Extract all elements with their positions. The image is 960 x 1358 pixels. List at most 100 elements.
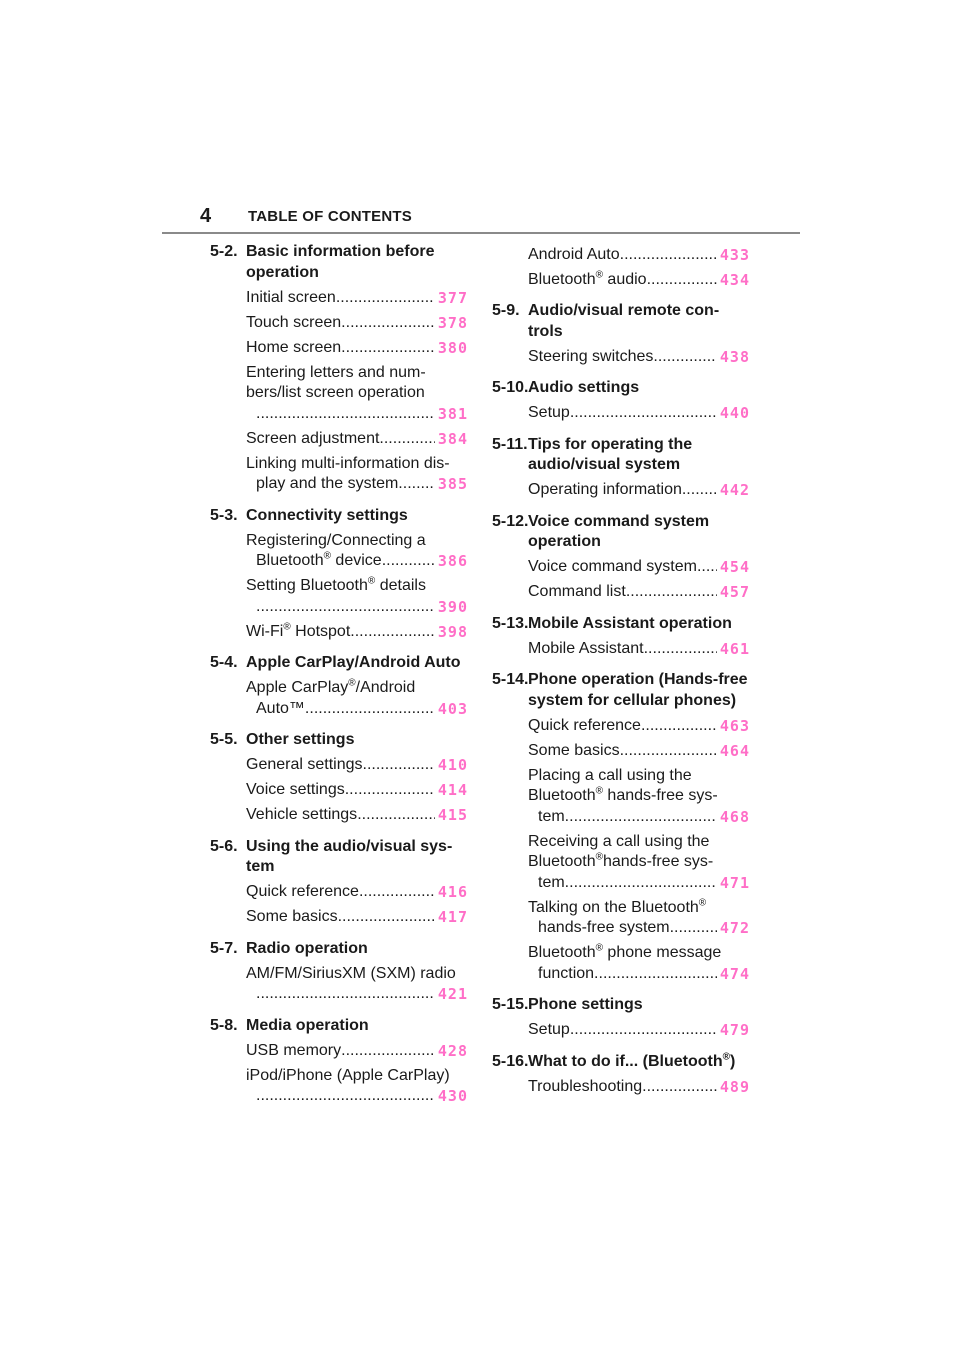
- page-link[interactable]: 474: [719, 964, 750, 983]
- section-heading[interactable]: 5-10.Audio settings: [492, 378, 750, 399]
- page-link[interactable]: 471: [719, 873, 750, 892]
- section-heading[interactable]: 5-5.Other settings: [210, 730, 468, 751]
- toc-entry[interactable]: Talking on the Bluetooth®hands-free syst…: [528, 898, 750, 939]
- toc-entry[interactable]: Entering letters and num-bers/list scree…: [246, 363, 468, 425]
- entry-text: AM/FM/SiriusXM (SXM) radio: [246, 964, 456, 982]
- toc-entry[interactable]: Android Auto433: [528, 245, 750, 266]
- toc-entry[interactable]: AM/FM/SiriusXM (SXM) radio 421: [246, 964, 468, 1005]
- section-heading[interactable]: 5-4.Apple CarPlay/Android Auto: [210, 653, 468, 674]
- toc-entry[interactable]: Some basics417: [246, 907, 468, 928]
- toc-entry[interactable]: Voice settings414: [246, 780, 468, 801]
- toc-entry[interactable]: Setup440: [528, 403, 750, 424]
- page-link[interactable]: 472: [719, 919, 750, 937]
- toc-entry[interactable]: Apple CarPlay®/AndroidAuto™403: [246, 678, 468, 719]
- dot-leader: [359, 882, 435, 903]
- page-link[interactable]: 390: [437, 597, 468, 616]
- toc-entry[interactable]: USB memory428: [246, 1041, 468, 1062]
- entry-text: iPod/iPhone (Apple CarPlay): [246, 1066, 450, 1084]
- page-link[interactable]: 440: [719, 404, 750, 422]
- page-link[interactable]: 468: [719, 807, 750, 826]
- page-link[interactable]: 380: [437, 338, 468, 357]
- page-link[interactable]: 403: [437, 699, 468, 718]
- section-heading[interactable]: 5-15.Phone settings: [492, 995, 750, 1016]
- toc-entry[interactable]: Setup479: [528, 1020, 750, 1041]
- section-title: Mobile Assistant operation: [528, 614, 732, 632]
- page-link[interactable]: 378: [437, 313, 468, 332]
- toc-entry[interactable]: Vehicle settings415: [246, 805, 468, 826]
- entry-text: Steering switches: [528, 347, 654, 365]
- page-link[interactable]: 454: [719, 558, 750, 576]
- entry-text: tem: [538, 807, 565, 825]
- page-link[interactable]: 430: [437, 1087, 468, 1105]
- section-heading[interactable]: 5-6.Using the audio/visual sys-tem: [210, 837, 468, 878]
- section-heading[interactable]: 5-11.Tips for operating the audio/visual…: [492, 435, 750, 476]
- page-link[interactable]: 479: [719, 1021, 750, 1039]
- toc-entry[interactable]: Troubleshooting489: [528, 1077, 750, 1098]
- toc-entry[interactable]: Placing a call using the Bluetooth® hand…: [528, 766, 750, 828]
- page-link[interactable]: 386: [437, 552, 468, 570]
- toc-entry[interactable]: Voice command system 454: [528, 557, 750, 578]
- page-link[interactable]: 417: [437, 908, 468, 926]
- header-divider: [162, 232, 800, 234]
- section-heading[interactable]: 5-12.Voice command system operation: [492, 512, 750, 553]
- toc-entry[interactable]: Command list457: [528, 582, 750, 603]
- toc-entry[interactable]: Mobile Assistant461: [528, 639, 750, 660]
- toc-entry[interactable]: Operating information442: [528, 480, 750, 501]
- section-heading[interactable]: 5-9.Audio/visual remote con-trols: [492, 301, 750, 342]
- dot-leader: [341, 313, 435, 334]
- toc-entry[interactable]: Initial screen377: [246, 288, 468, 309]
- page-link[interactable]: 415: [437, 806, 468, 824]
- toc-entry[interactable]: Linking multi-information dis-play and t…: [246, 454, 468, 495]
- page-link[interactable]: 421: [437, 985, 468, 1003]
- page-link[interactable]: 438: [719, 347, 750, 366]
- entry-text: function: [538, 964, 595, 982]
- toc-entry[interactable]: iPod/iPhone (Apple CarPlay) 430: [246, 1066, 468, 1107]
- page-link[interactable]: 385: [437, 475, 468, 493]
- toc-entry[interactable]: Bluetooth® phone messagefunction474: [528, 943, 750, 984]
- entry-text: Receiving a call using the Bluetooth®han…: [528, 832, 714, 871]
- page-link[interactable]: 398: [437, 622, 468, 641]
- page-link[interactable]: 464: [719, 741, 750, 760]
- section-heading[interactable]: 5-3.Connectivity settings: [210, 506, 468, 527]
- page-link[interactable]: 489: [719, 1077, 750, 1096]
- section-heading[interactable]: 5-8.Media operation: [210, 1016, 468, 1037]
- page-link[interactable]: 377: [437, 288, 468, 307]
- page-link[interactable]: 461: [719, 639, 750, 658]
- page-link[interactable]: 428: [437, 1041, 468, 1060]
- section-heading[interactable]: 5-2.Basic information before operation: [210, 242, 468, 283]
- page-link[interactable]: 434: [719, 270, 750, 289]
- page-link[interactable]: 410: [437, 756, 468, 774]
- page-link[interactable]: 463: [719, 716, 750, 735]
- page-link[interactable]: 384: [437, 429, 468, 448]
- toc-entry[interactable]: Receiving a call using the Bluetooth®han…: [528, 832, 750, 894]
- toc-entry[interactable]: Wi-Fi® Hotspot398: [246, 622, 468, 643]
- section-number: 5-16.: [492, 1052, 529, 1070]
- toc-entry[interactable]: Bluetooth® audio434: [528, 270, 750, 291]
- toc-entry[interactable]: Screen adjustment384: [246, 429, 468, 450]
- toc-entry[interactable]: General settings 410: [246, 755, 468, 776]
- toc-entry[interactable]: Home screen380: [246, 338, 468, 359]
- page-link[interactable]: 416: [437, 883, 468, 901]
- section-heading[interactable]: 5-13.Mobile Assistant operation: [492, 614, 750, 635]
- page-link[interactable]: 457: [719, 583, 750, 601]
- section-number: 5-5.: [210, 731, 238, 748]
- section-heading[interactable]: 5-7.Radio operation: [210, 939, 468, 960]
- toc-entry[interactable]: Steering switches 438: [528, 347, 750, 368]
- toc-entry[interactable]: Setting Bluetooth® details390: [246, 576, 468, 617]
- section-title: Connectivity settings: [246, 506, 408, 524]
- page-link[interactable]: 381: [437, 404, 468, 423]
- page-link[interactable]: 433: [719, 245, 750, 264]
- page-link[interactable]: 442: [719, 481, 750, 499]
- toc-entry[interactable]: Quick reference416: [246, 882, 468, 903]
- entry-text: General settings: [246, 756, 363, 773]
- section-heading[interactable]: 5-14.Phone operation (Hands-free system …: [492, 670, 750, 711]
- section-heading[interactable]: 5-16.What to do if... (Bluetooth®): [492, 1052, 750, 1073]
- toc-entry[interactable]: Quick reference463: [528, 716, 750, 737]
- toc-entry[interactable]: Touch screen378: [246, 313, 468, 334]
- entry-text: Voice command system: [528, 558, 697, 575]
- toc-entry[interactable]: Some basics464: [528, 741, 750, 762]
- page-link[interactable]: 414: [437, 781, 468, 799]
